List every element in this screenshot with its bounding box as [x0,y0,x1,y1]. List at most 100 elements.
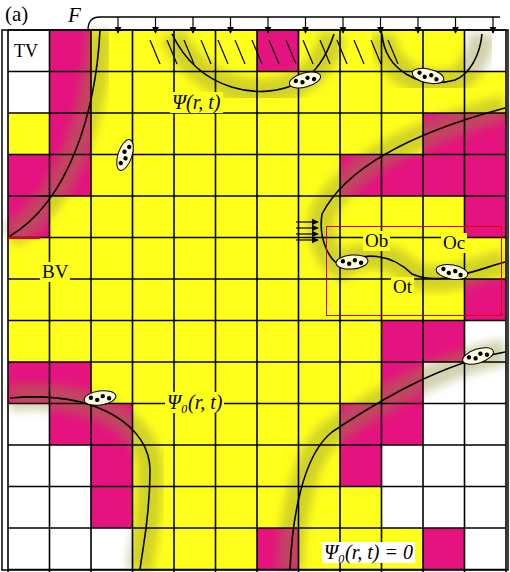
cell-cluster [335,254,368,271]
grid-cell [340,72,382,114]
wall-shade [10,397,150,570]
grid-cell [8,279,50,321]
cell-cluster [113,138,136,173]
hatch [218,40,228,64]
region-label: Ot [391,277,414,297]
grid-lines [8,30,506,572]
grid-line [298,30,300,572]
grid-cell [216,238,258,280]
grid-cell [299,113,341,155]
cell-cluster [411,66,445,86]
vessel-wall [10,397,150,570]
grid-cell [50,279,92,321]
grid-cell [257,279,299,321]
grid-cell [257,155,299,197]
grid-cell [8,72,50,114]
grid-cell [423,487,465,529]
grid-line [381,30,383,572]
grid-line [7,30,9,572]
vessel-label: BV [40,262,70,282]
hatch [354,40,364,64]
grid-cell [423,404,465,446]
hatch [286,40,296,64]
grid-cell [423,155,465,197]
grid-cell [257,362,299,404]
grid-cell [91,238,133,280]
grid-cell [91,321,133,363]
hatch [388,40,398,64]
grid-cell [216,445,258,487]
load-arrow [192,17,193,33]
grid-line [256,30,258,572]
wall-shade [172,34,334,91]
field-label: Ψ₀(r, t) = 0 [322,542,415,563]
flow-arrow [296,233,318,234]
grid-cell [257,321,299,363]
grid-line [49,30,51,572]
region-label: Oc [441,233,467,253]
vessel-wall [172,34,334,91]
load-arrows [88,17,500,33]
load-arrow [455,17,456,33]
grid-cell [216,487,258,529]
grid-cell [257,196,299,238]
region-box: Ob OcOt [326,226,502,316]
grid-cell [423,528,465,570]
wall-shade [321,108,505,279]
cell-cluster [461,344,496,367]
grid-cell [465,445,507,487]
red-mark [8,237,40,239]
grid-cell [133,279,175,321]
grid-cell [465,487,507,529]
grid-cell [382,487,424,529]
hatch [269,40,279,64]
grid-cell [216,196,258,238]
region-label: Ob [363,231,390,251]
load-label: F [66,4,83,26]
wall-shade [290,352,505,570]
grid-cell [133,113,175,155]
grid-line [8,112,506,114]
load-arrow [492,17,493,33]
grid-cell [91,528,133,570]
grid-cell [257,238,299,280]
vessel-wall [382,34,482,83]
load-arrow [305,17,306,33]
grid-line [339,30,341,572]
grid-cell [50,445,92,487]
cell-cluster [288,69,323,91]
wall-shade [10,30,100,236]
grid-line [8,444,506,446]
grid-cell [216,528,258,570]
cell-clusters [83,66,495,407]
vessel-wall [10,30,100,236]
grid-line [8,320,506,322]
grid-cell [216,30,258,72]
grid-line [422,30,424,572]
grid-line [505,30,507,572]
grid-cell [340,279,382,321]
grid-cell [423,445,465,487]
grid-cell [465,155,507,197]
grid-cell [216,155,258,197]
vessel-wall [321,108,505,279]
grid-cell [133,72,175,114]
grid-cell [174,528,216,570]
load-arrow [117,17,118,33]
grid-cell [174,155,216,197]
load-arrow [267,17,268,33]
load-arrow [342,17,343,33]
grid-line [132,30,134,572]
grid-cell [174,487,216,529]
load-line [88,17,500,30]
grid-cell [340,487,382,529]
grid-cell [133,238,175,280]
cell-cluster [435,262,469,281]
grid-cell [465,196,507,238]
grid-cell [174,113,216,155]
grid-cell [133,196,175,238]
cell-cluster [83,389,117,407]
grid-cell [8,113,50,155]
grid-cell [8,30,50,72]
